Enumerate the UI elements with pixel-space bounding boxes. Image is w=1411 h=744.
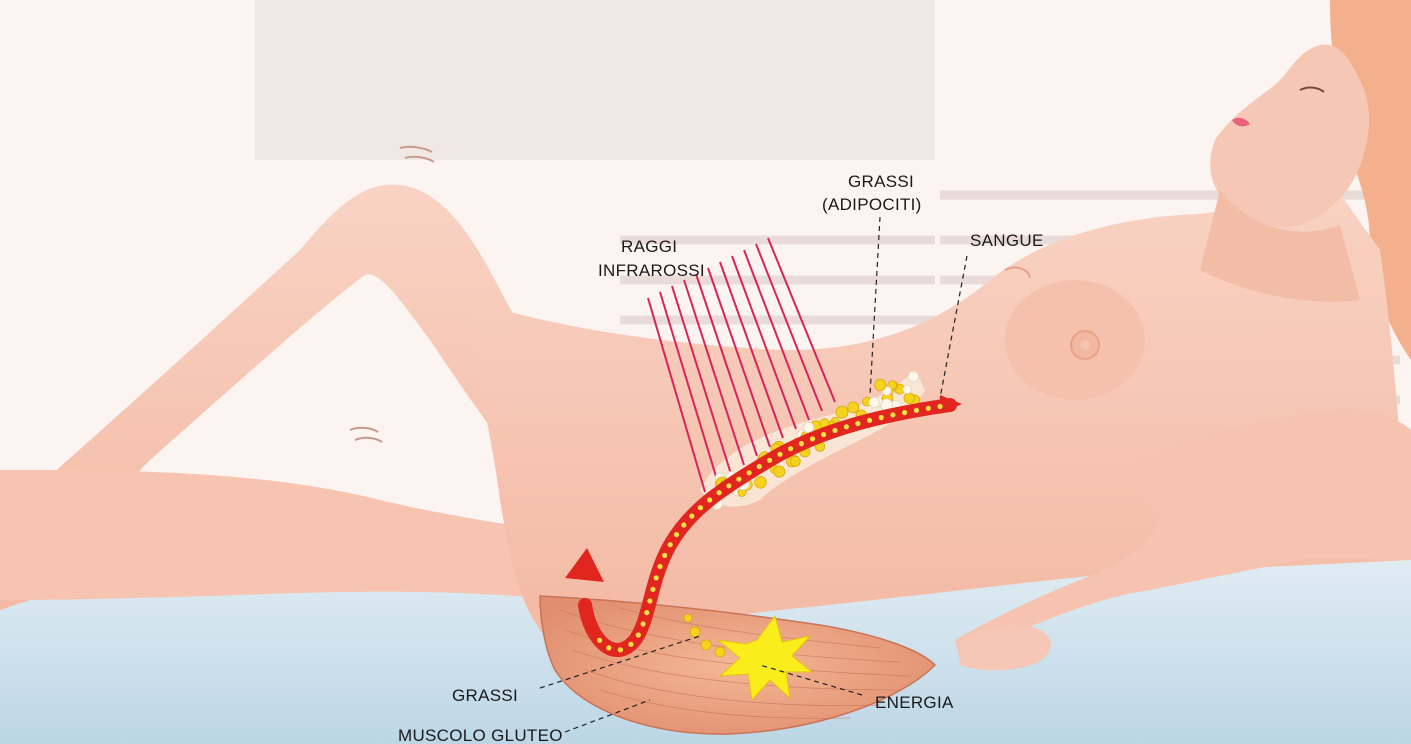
adipocyte [836, 406, 848, 418]
label-sangue: SANGUE [970, 231, 1044, 250]
blood-fat-droplet [902, 410, 907, 415]
blood-fat-droplet [662, 553, 667, 558]
adipocyte [848, 402, 859, 413]
blood-fat-droplet [855, 421, 860, 426]
label-raggi-1: RAGGI [621, 237, 677, 256]
blood-fat-droplet [736, 477, 741, 482]
blood-fat-droplet [658, 564, 663, 569]
adipocyte [908, 371, 919, 382]
blood-fat-droplet [879, 415, 884, 420]
blood-fat-droplet [628, 642, 633, 647]
blood-fat-droplet [799, 441, 804, 446]
blood-fat-droplet [641, 621, 646, 626]
blood-fat-droplet [844, 424, 849, 429]
adipocyte [790, 456, 800, 466]
blood-fat-droplet [647, 598, 652, 603]
blood-fat-droplet [810, 436, 815, 441]
blood-fat-droplet [788, 446, 793, 451]
label-raggi-2: INFRAROSSI [598, 261, 705, 280]
label-grassi-adipociti-2: (ADIPOCITI) [822, 195, 922, 214]
blood-fat-droplet [698, 505, 703, 510]
blood-fat-droplet [777, 452, 782, 457]
adipocyte [755, 476, 767, 488]
label-grassi-adipociti-1: GRASSI [848, 172, 914, 191]
adipocyte [803, 422, 813, 432]
blood-fat-droplet [821, 432, 826, 437]
blood-fat-droplet [644, 610, 649, 615]
blood-fat-droplet [668, 542, 673, 547]
blood-fat-droplet [717, 490, 722, 495]
blood-fat-droplet [914, 408, 919, 413]
blood-fat-droplet [747, 470, 752, 475]
label-muscolo-gluteo: MUSCOLO GLUTEO [398, 726, 563, 744]
blood-fat-droplet [618, 647, 623, 652]
blood-fat-droplet [926, 406, 931, 411]
label-grassi: GRASSI [452, 686, 518, 705]
adipocyte [903, 385, 911, 393]
blood-fat-droplet [650, 587, 655, 592]
blood-fat-droplet [674, 532, 679, 537]
blood-fat-droplet [726, 483, 731, 488]
blood-fat-droplet [832, 428, 837, 433]
blood-fat-droplet [597, 638, 602, 643]
blood-fat-droplet [890, 412, 895, 417]
blood-fat-droplet [689, 514, 694, 519]
blood-fat-droplet [606, 645, 611, 650]
blood-fat-droplet [867, 418, 872, 423]
adipocyte [904, 393, 914, 403]
blood-fat-droplet [636, 632, 641, 637]
blood-fat-droplet [707, 497, 712, 502]
blood-fat-droplet [654, 575, 659, 580]
blood-fat-droplet [681, 522, 686, 527]
adipocyte [869, 397, 879, 407]
adipocyte [774, 466, 785, 477]
label-energia: ENERGIA [875, 693, 954, 712]
blood-fat-droplet [938, 404, 943, 409]
adipocyte [875, 379, 886, 390]
blood-fat-droplet [767, 458, 772, 463]
blood-fat-droplet [757, 464, 762, 469]
